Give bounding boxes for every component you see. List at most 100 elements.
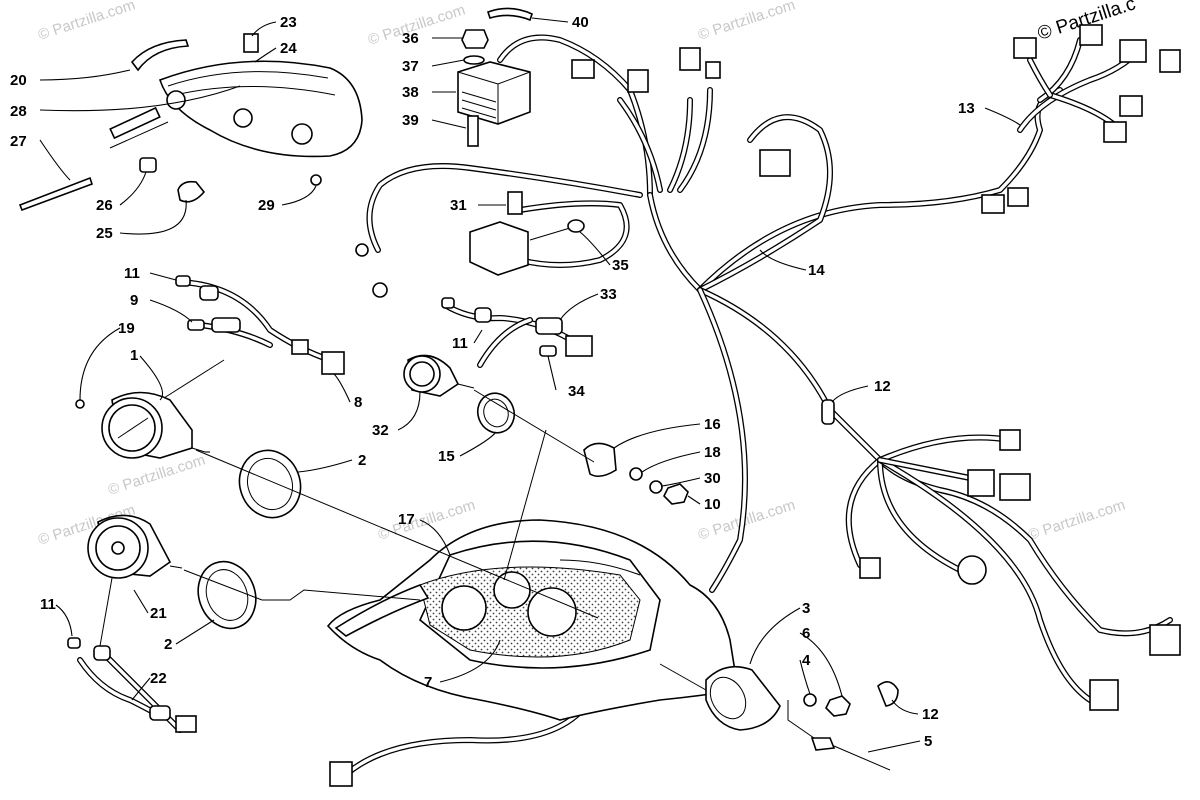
callout-11: 11 <box>452 335 468 352</box>
callout-9: 9 <box>130 292 138 309</box>
callout-19: 19 <box>118 320 135 337</box>
washer-37 <box>463 55 485 65</box>
wiring-harness <box>329 24 1181 787</box>
callout-27: 27 <box>10 133 27 150</box>
gauge-harness-left <box>175 275 345 375</box>
screw-35 <box>567 219 585 233</box>
callout-12: 12 <box>874 378 891 395</box>
wire-tie-12 <box>821 399 835 425</box>
callout-labels: 20 28 27 23 24 26 25 29 36 37 38 39 40 3… <box>10 14 975 750</box>
connector <box>1007 187 1029 207</box>
regulator-38 <box>457 61 531 125</box>
callout-33: 33 <box>600 286 617 303</box>
callout-8: 8 <box>354 394 362 411</box>
bolt-39 <box>467 115 479 147</box>
connector <box>859 557 881 579</box>
watermark: © Partzilla.com <box>36 0 137 44</box>
headlight-assembly <box>18 33 363 212</box>
connector <box>1119 39 1147 63</box>
callout-30: 30 <box>704 470 721 487</box>
connector <box>1013 37 1037 59</box>
harness-22 <box>67 637 197 733</box>
connector <box>1089 679 1119 711</box>
nut-6 <box>825 695 851 717</box>
spring-28 <box>109 106 161 140</box>
callout-23: 23 <box>280 14 297 31</box>
relay-holder <box>469 221 529 276</box>
callout-20: 20 <box>10 72 27 89</box>
callout-40: 40 <box>572 14 589 31</box>
bezel-2b <box>197 560 257 630</box>
connector <box>1079 24 1103 46</box>
callout-13: 13 <box>958 100 975 117</box>
callout-14: 14 <box>808 262 825 279</box>
clip-23 <box>243 33 259 53</box>
callout-11: 11 <box>40 596 56 613</box>
socket-25 <box>177 180 206 203</box>
connector <box>981 194 1005 214</box>
connector <box>679 47 701 71</box>
tachometer-21 <box>87 514 183 579</box>
callout-36: 36 <box>402 30 419 47</box>
callout-1: 1 <box>130 347 138 364</box>
bezel-2a <box>238 449 302 519</box>
callout-24: 24 <box>280 40 297 57</box>
leader-lines <box>39 17 1021 753</box>
bulb-29 <box>310 174 322 186</box>
callout-31: 31 <box>450 197 467 214</box>
connector <box>1149 624 1181 656</box>
callout-17: 17 <box>398 511 415 528</box>
dash-panel <box>326 519 739 721</box>
bezels <box>197 392 689 630</box>
callout-16: 16 <box>704 416 721 433</box>
clamp-40 <box>486 7 533 22</box>
callout-6: 6 <box>802 625 810 642</box>
nut-10 <box>663 483 689 505</box>
watermark: © Partzilla.com <box>1026 496 1127 543</box>
washer-4 <box>803 693 817 707</box>
callout-26: 26 <box>96 197 113 214</box>
cable-end-5 <box>810 737 836 751</box>
connector <box>1159 49 1181 73</box>
speedo-cable-group <box>705 665 899 771</box>
connector <box>999 429 1021 451</box>
callout-7: 7 <box>424 674 432 691</box>
callout-3: 3 <box>802 600 810 617</box>
seal-strip-20 <box>130 39 190 72</box>
watermark: © Partzilla.com <box>106 451 207 498</box>
fuse-31 <box>507 191 523 215</box>
cup-16 <box>583 442 617 478</box>
connector <box>1103 121 1127 143</box>
callout-2: 2 <box>358 452 366 469</box>
cup-3 <box>705 665 781 731</box>
callout-21: 21 <box>150 605 167 622</box>
nut-36 <box>461 29 489 49</box>
adjust-screw-27 <box>18 176 94 212</box>
callout-5: 5 <box>924 733 932 750</box>
connector <box>1119 95 1143 117</box>
connector <box>999 473 1031 501</box>
callout-12: 12 <box>922 706 939 723</box>
washer-18 <box>629 467 643 481</box>
washer-30 <box>649 480 663 494</box>
callout-25: 25 <box>96 225 113 242</box>
connector <box>329 761 353 787</box>
callout-39: 39 <box>402 112 419 129</box>
fuse-holder-group <box>469 191 585 276</box>
callout-34: 34 <box>568 383 585 400</box>
callout-15: 15 <box>438 448 455 465</box>
connector <box>957 555 987 585</box>
callout-35: 35 <box>612 257 629 274</box>
gauge-32 <box>403 354 475 397</box>
callout-37: 37 <box>402 58 419 75</box>
connector <box>967 469 995 497</box>
watermark: © Partzilla.com <box>696 0 797 44</box>
bulb-26 <box>139 157 157 173</box>
callout-38: 38 <box>402 84 419 101</box>
gauge-harness-right <box>441 297 593 368</box>
clamp-12b <box>877 681 899 707</box>
regulator-group <box>457 7 533 147</box>
callout-18: 18 <box>704 444 721 461</box>
callout-22: 22 <box>150 670 167 687</box>
